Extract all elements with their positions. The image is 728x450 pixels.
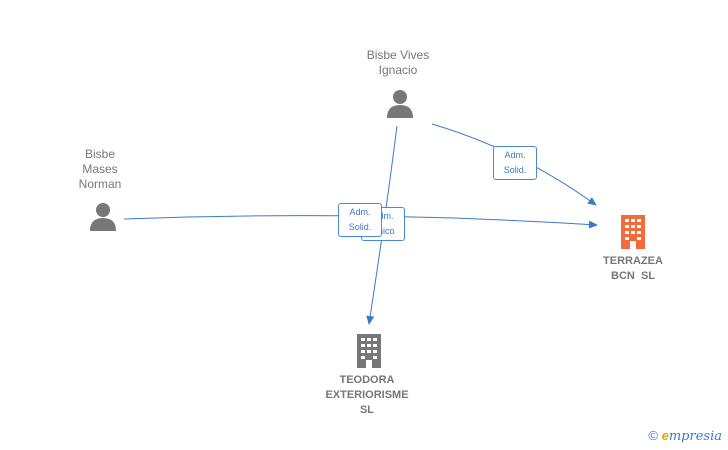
- edge-label-line: Adm.: [349, 207, 371, 217]
- company-name-line: BCN SL: [611, 270, 655, 282]
- company-name-line: EXTERIORISME: [325, 389, 409, 401]
- person-icon[interactable]: [89, 202, 117, 232]
- edge-label-vives-terrazea[interactable]: Adm. Solid.: [493, 146, 537, 180]
- person-name-line: Norman: [78, 177, 122, 191]
- copyright-brand: © empresia: [648, 428, 722, 444]
- person-name-line: Bisbe Vives: [366, 48, 430, 62]
- edge-label-mases-terrazea[interactable]: Adm. Solid.: [338, 203, 382, 237]
- brand-name: mpresia: [668, 429, 722, 444]
- person-name-line: Ignacio: [378, 63, 418, 77]
- company-name-line: SL: [359, 404, 375, 416]
- person-name-line: Bisbe: [84, 147, 116, 161]
- person-label-vives[interactable]: Bisbe Vives Ignacio: [348, 48, 448, 78]
- building-icon[interactable]: [618, 214, 648, 250]
- company-name-line: TEODORA: [339, 374, 395, 386]
- edge-label-line: Solid.: [503, 165, 527, 175]
- company-label-teodora[interactable]: TEODORA EXTERIORISME SL: [312, 373, 422, 418]
- building-icon[interactable]: [354, 333, 384, 369]
- person-label-mases[interactable]: Bisbe Mases Norman: [60, 147, 140, 192]
- edge-label-line: Adm.: [504, 150, 526, 160]
- edge-label-line: Unico: [371, 226, 395, 236]
- brand-initial: e: [661, 428, 669, 443]
- person-name-line: Mases: [82, 162, 118, 176]
- person-icon[interactable]: [386, 89, 414, 119]
- company-name-line: TERRAZEA: [603, 255, 663, 267]
- edge-label-line: Solid.: [348, 222, 372, 232]
- edge-label-line: Adm.: [372, 211, 394, 221]
- company-label-terrazea[interactable]: TERRAZEA BCN SL: [583, 254, 683, 284]
- copyright-symbol: ©: [648, 428, 658, 443]
